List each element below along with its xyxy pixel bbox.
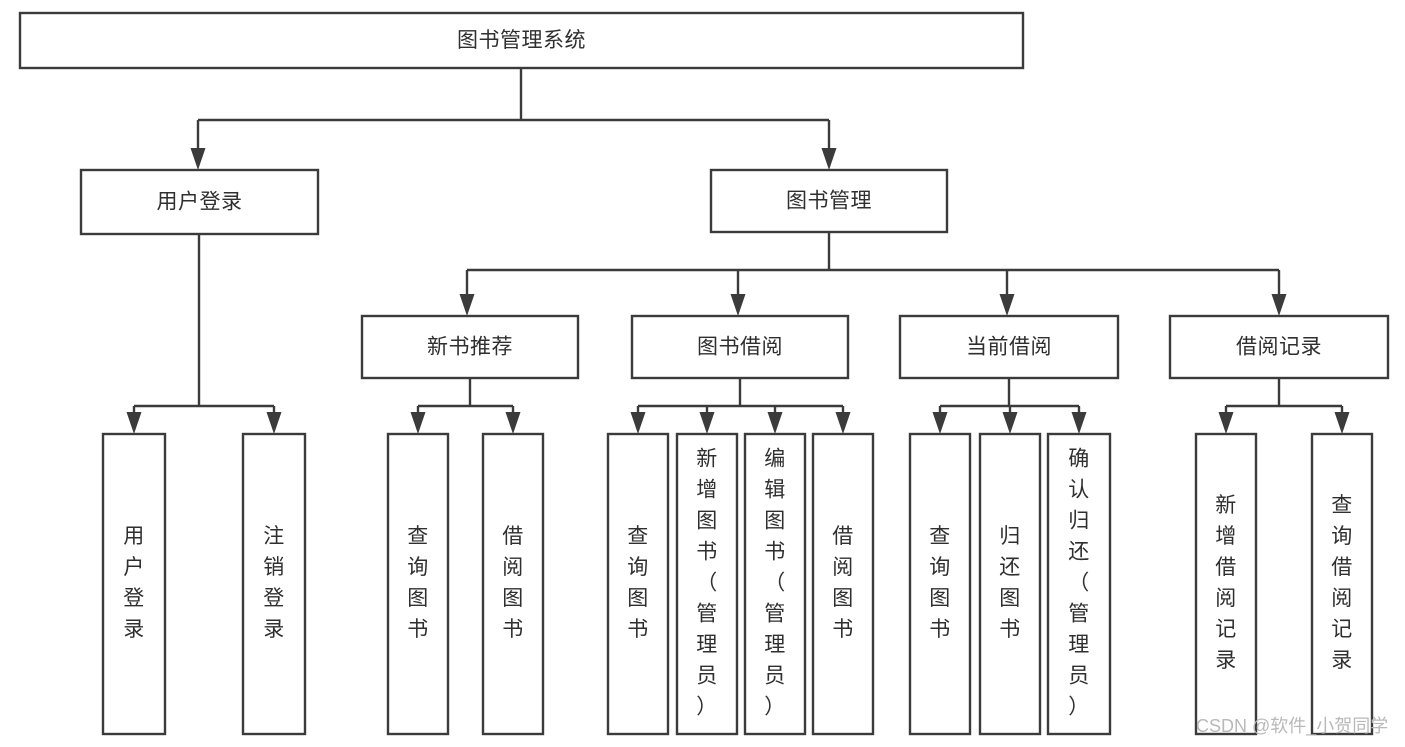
nodes-layer: 图书管理系统用户登录图书管理新书推荐图书借阅当前借阅借阅记录用户登录注销登录查询… [18, 11, 1390, 736]
node-box[interactable] [1310, 432, 1374, 736]
node-label: 当前借阅 [966, 336, 1052, 359]
node-box[interactable] [360, 314, 580, 380]
arrow-head-icon [126, 412, 142, 434]
node-box[interactable] [743, 432, 807, 736]
arrow-head-icon [630, 412, 646, 434]
node-label: 查询图书 [929, 525, 951, 641]
node-label: 借阅图书 [502, 525, 524, 641]
arrow-head-icon [767, 412, 783, 434]
node-leaf-query-book-1[interactable]: 查询图书 [386, 432, 450, 736]
node-label: 借阅图书 [832, 525, 854, 641]
node-leaf-edit-book[interactable]: 编辑图书（管理员） [743, 432, 807, 736]
arrow-head-icon [190, 148, 206, 170]
arrow-head-icon [1334, 412, 1350, 434]
node-book-manage[interactable]: 图书管理 [709, 168, 949, 234]
watermark-layer: CSDN @软件_小贺同学 [1196, 716, 1388, 737]
node-label: 图书管理 [786, 190, 872, 213]
node-label: 新书推荐 [427, 336, 513, 359]
node-label: 图书管理系统 [457, 29, 586, 52]
node-label: 图书借阅 [697, 336, 783, 359]
node-leaf-return-book[interactable]: 归还图书 [978, 432, 1042, 736]
arrow-head-icon [505, 412, 521, 434]
arrow-head-icon [459, 294, 475, 316]
arrow-head-icon [1271, 294, 1287, 316]
arrow-head-icon [821, 148, 837, 170]
node-leaf-borrow-book-2[interactable]: 借阅图书 [811, 432, 875, 736]
arrow-head-icon [699, 412, 715, 434]
node-label: 归还图书 [999, 525, 1021, 641]
node-box[interactable] [1046, 432, 1112, 736]
node-box[interactable] [898, 314, 1120, 380]
node-leaf-query-book-2[interactable]: 查询图书 [606, 432, 670, 736]
node-box[interactable] [1194, 432, 1258, 736]
arrow-head-icon [835, 412, 851, 434]
node-label: 编辑图书（管理员） [764, 448, 786, 719]
csdn-watermark: CSDN @软件_小贺同学 [1196, 716, 1388, 737]
node-label: 注销登录 [263, 525, 285, 641]
node-box[interactable] [606, 432, 670, 736]
arrow-head-icon [1002, 412, 1018, 434]
node-leaf-add-book[interactable]: 新增图书（管理员） [675, 432, 739, 736]
node-box[interactable] [978, 432, 1042, 736]
node-box[interactable] [241, 432, 307, 736]
node-label: 新增借阅记录 [1215, 494, 1237, 672]
connectors-layer [126, 68, 1350, 434]
node-root[interactable]: 图书管理系统 [18, 11, 1025, 70]
arrow-head-icon [1218, 412, 1234, 434]
node-box[interactable] [1168, 314, 1390, 380]
arrow-head-icon [999, 294, 1015, 316]
node-box[interactable] [18, 11, 1025, 70]
node-new-book-rec[interactable]: 新书推荐 [360, 314, 580, 380]
node-box[interactable] [675, 432, 739, 736]
node-box[interactable] [630, 314, 850, 380]
arrow-head-icon [266, 412, 282, 434]
arrow-head-icon [730, 294, 746, 316]
node-current-borrow[interactable]: 当前借阅 [898, 314, 1120, 380]
node-label: 查询图书 [407, 525, 429, 641]
arrow-head-icon [932, 412, 948, 434]
node-user-login[interactable]: 用户登录 [79, 168, 320, 236]
node-box[interactable] [481, 432, 545, 736]
node-label: 确认归还（管理员） [1068, 448, 1090, 719]
node-label: 用户登录 [157, 191, 243, 214]
node-box[interactable] [101, 432, 167, 736]
node-label: 借阅记录 [1236, 336, 1322, 359]
node-leaf-user-login[interactable]: 用户登录 [101, 432, 167, 736]
node-label: 用户登录 [123, 525, 145, 641]
node-borrow-record[interactable]: 借阅记录 [1168, 314, 1390, 380]
node-leaf-add-record[interactable]: 新增借阅记录 [1194, 432, 1258, 736]
node-book-borrow[interactable]: 图书借阅 [630, 314, 850, 380]
node-leaf-confirm-return[interactable]: 确认归还（管理员） [1046, 432, 1112, 736]
node-box[interactable] [811, 432, 875, 736]
node-label: 查询图书 [627, 525, 649, 641]
arrow-head-icon [410, 412, 426, 434]
node-box[interactable] [709, 168, 949, 234]
node-box[interactable] [908, 432, 972, 736]
node-box[interactable] [79, 168, 320, 236]
node-box[interactable] [386, 432, 450, 736]
node-leaf-borrow-book-1[interactable]: 借阅图书 [481, 432, 545, 736]
node-leaf-user-logout[interactable]: 注销登录 [241, 432, 307, 736]
arrow-head-icon [1071, 412, 1087, 434]
node-leaf-query-book-3[interactable]: 查询图书 [908, 432, 972, 736]
node-leaf-query-record[interactable]: 查询借阅记录 [1310, 432, 1374, 736]
node-label: 新增图书（管理员） [696, 448, 718, 719]
node-label: 查询借阅记录 [1331, 494, 1353, 672]
